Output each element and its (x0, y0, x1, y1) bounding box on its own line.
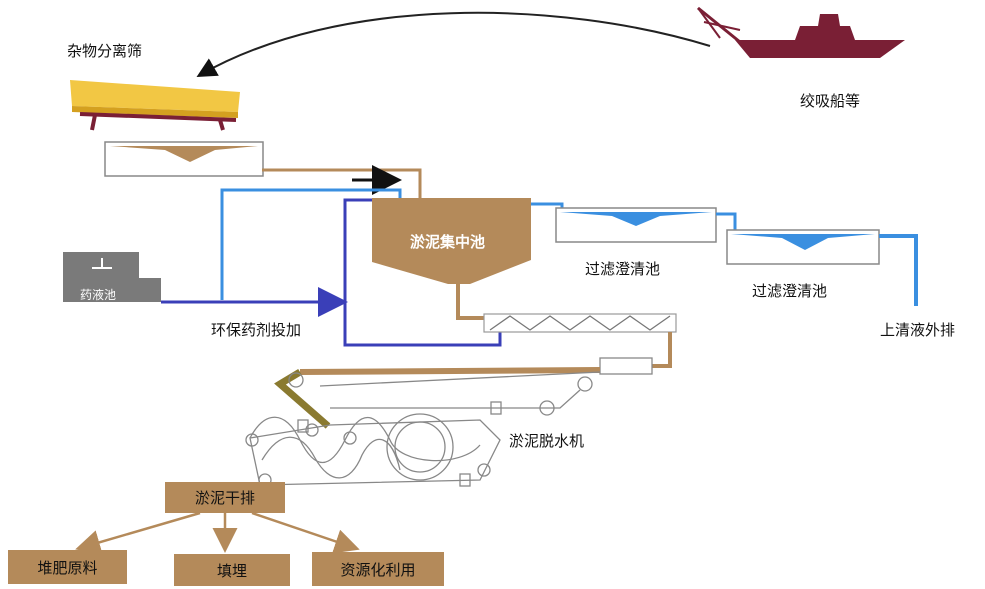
tray-to-tank-sludge-pipe (262, 168, 422, 198)
chem-dosing-label: 环保药剂投加 (211, 321, 302, 339)
chemical-tank-icon (63, 252, 161, 302)
dredger-to-screen-flow (196, 11, 711, 77)
compost-box: 堆肥原料 (8, 550, 127, 584)
clarifier-2-label: 过滤澄清池 (752, 282, 828, 300)
dredger-ship-icon (697, 6, 905, 58)
discharge-pipe (879, 234, 918, 306)
dewatering-label: 淤泥脱水机 (509, 432, 585, 450)
collection-tank-label: 淤泥集中池 (410, 233, 486, 251)
dry-sludge-to-reuse-arrow (251, 511, 360, 554)
clarifier-1 (555, 207, 717, 243)
clarifier-2 (726, 229, 880, 265)
clarifier-1-label: 过滤澄清池 (585, 260, 661, 278)
chem-dosing-branch-2 (343, 302, 502, 347)
clarifier-1-to-2-pipe (716, 212, 737, 232)
collection-tank (372, 198, 531, 284)
screen-label: 杂物分离筛 (67, 42, 143, 60)
dry-sludge-box: 淤泥干排 (165, 482, 285, 513)
chem-dosing-branch (343, 198, 372, 302)
landfill-box: 填埋 (174, 554, 290, 586)
screw-conveyor (483, 313, 677, 333)
dry-sludge-to-compost-arrow (75, 511, 201, 555)
reuse-box: 资源化利用 (312, 552, 444, 586)
chem-tank-label: 药液池 (80, 288, 117, 302)
tray-water-pipe (220, 188, 402, 300)
discharge-label: 上清液外排 (880, 321, 956, 339)
tank-outlet-pipe (456, 284, 484, 320)
belt-press-icon (245, 357, 653, 487)
debris-screen-icon (70, 80, 240, 131)
dredger-label: 绞吸船等 (800, 92, 861, 110)
settling-tray (104, 141, 264, 177)
